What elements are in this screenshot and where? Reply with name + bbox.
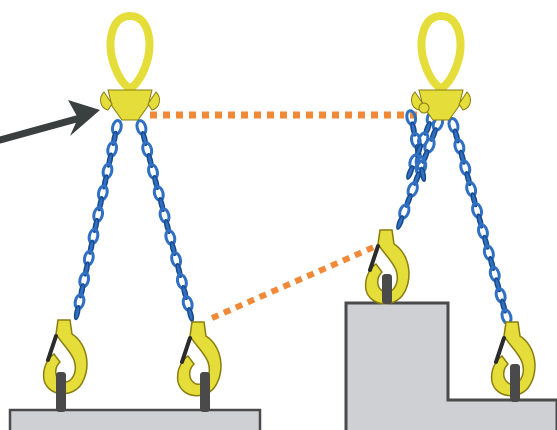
hook-latch <box>494 336 506 364</box>
master-link-icon <box>100 11 160 121</box>
eye-bolt <box>510 364 520 402</box>
chain-link <box>406 165 415 180</box>
hook-latch <box>180 336 192 364</box>
chain-loop-slack <box>406 109 439 180</box>
eye-bolt <box>56 372 66 412</box>
safety-hook-icon <box>364 229 410 305</box>
safety-hook-icon <box>176 321 222 397</box>
right-sling-legs <box>396 109 513 326</box>
chain-link <box>396 215 405 230</box>
chain-leg <box>447 116 513 326</box>
left-sling-legs <box>73 119 195 323</box>
safety-hook-icon <box>42 319 88 395</box>
chain-leg <box>73 119 123 321</box>
load-left <box>8 408 262 430</box>
hook-latch <box>368 244 380 272</box>
hook-body <box>364 229 410 305</box>
hook-latch <box>46 334 58 362</box>
safety-hook-icon <box>490 321 536 397</box>
chain-link <box>187 306 195 323</box>
chain-link <box>419 166 427 182</box>
eye-bolt <box>200 372 210 412</box>
chain-leg <box>135 119 195 323</box>
chain-link <box>73 304 81 321</box>
eye-bolt <box>382 274 392 304</box>
load-right-stepped <box>344 301 557 430</box>
hook-body <box>490 321 536 397</box>
hook-level-guide-line <box>210 237 392 321</box>
shortening-clutch-icon <box>418 102 430 114</box>
hook-body <box>42 319 88 395</box>
hook-body <box>176 321 222 397</box>
arrow-icon <box>0 100 100 144</box>
